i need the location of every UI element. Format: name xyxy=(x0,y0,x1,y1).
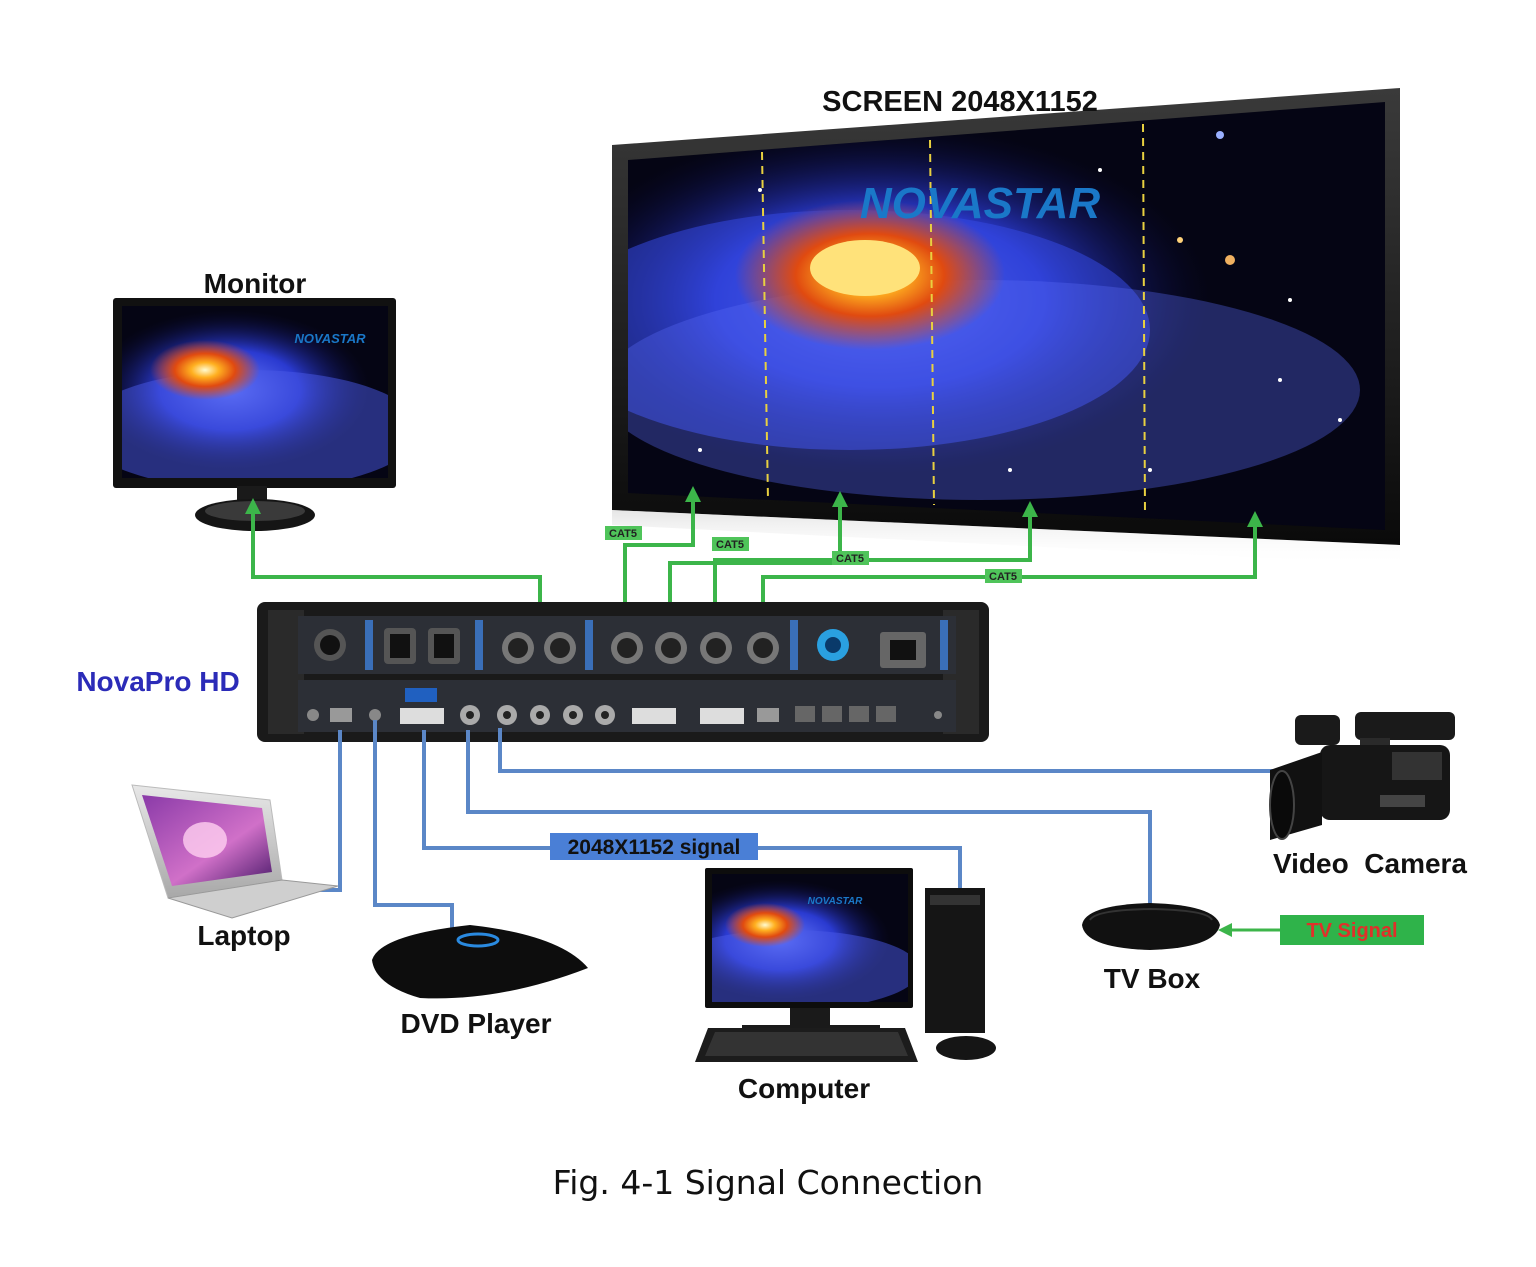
cat5-label-1: CAT5 xyxy=(605,526,642,540)
tv-signal-arrow xyxy=(1218,923,1280,937)
figure-caption: Fig. 4-1 Signal Connection xyxy=(553,1163,984,1202)
monitor-logo: NOVASTAR xyxy=(294,331,366,346)
computer-logo: NOVASTAR xyxy=(808,896,863,907)
screen-label: SCREEN 2048X1152 xyxy=(822,86,1098,118)
svg-text:CAT5: CAT5 xyxy=(609,528,637,540)
svg-text:CAT5: CAT5 xyxy=(716,539,744,551)
cat5-label-3: CAT5 xyxy=(832,551,869,565)
svg-text:CAT5: CAT5 xyxy=(836,553,864,565)
computer-image xyxy=(695,868,996,1062)
cat5-arrowheads xyxy=(245,486,1263,527)
monitor-image xyxy=(113,298,396,531)
dvd-player-label: DVD Player xyxy=(401,1008,552,1039)
novapro-hd-device xyxy=(257,602,989,742)
video-camera-label: Video Camera xyxy=(1273,848,1467,879)
svg-text:TV Signal: TV Signal xyxy=(1306,920,1397,942)
screen-logo: NOVASTAR xyxy=(860,179,1101,228)
tv-signal-label: TV Signal xyxy=(1280,915,1424,945)
tv-box-image xyxy=(1082,903,1220,950)
dvd-player-image xyxy=(372,925,588,999)
signal-label: 2048X1152 signal xyxy=(550,833,758,860)
svg-text:CAT5: CAT5 xyxy=(989,571,1017,583)
svg-text:2048X1152 signal: 2048X1152 signal xyxy=(568,836,741,859)
tv-box-label: TV Box xyxy=(1104,963,1201,994)
computer-label: Computer xyxy=(738,1073,870,1104)
laptop-label: Laptop xyxy=(197,920,290,951)
device-label: NovaPro HD xyxy=(76,666,239,697)
monitor-label: Monitor xyxy=(204,268,307,299)
cat5-label-2: CAT5 xyxy=(712,537,749,551)
video-camera-image xyxy=(1269,712,1455,840)
laptop-image xyxy=(131,784,339,919)
led-screen xyxy=(612,88,1400,565)
cat5-label-4: CAT5 xyxy=(985,569,1022,583)
